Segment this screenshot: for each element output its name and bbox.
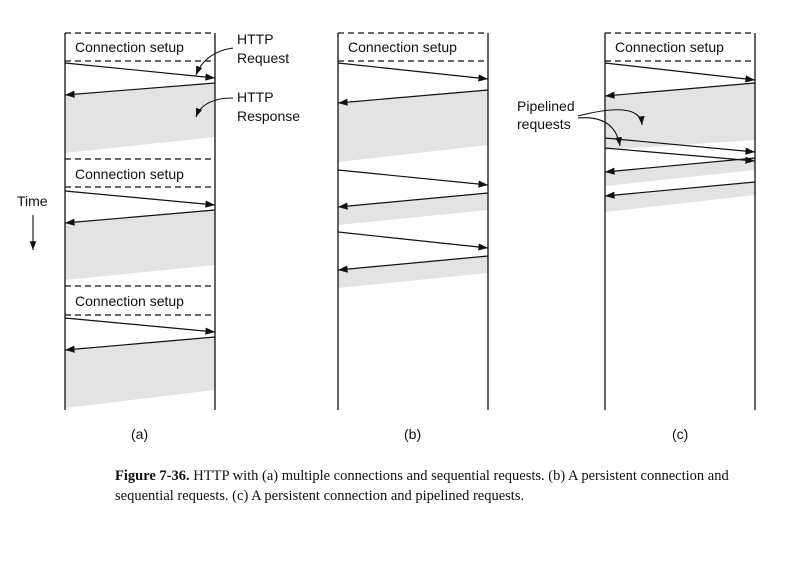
http-request-label: Request [237,50,289,66]
setup-label: Connection setup [348,39,457,55]
figure-caption: Figure 7-36. HTTP with (a) multiple conn… [115,466,735,506]
panel-label-b: (b) [404,426,421,442]
setup-label: Connection setup [75,166,184,182]
http-response-label: Response [237,108,300,124]
http-request-label: HTTP [237,31,274,47]
response-shading [65,83,755,408]
caption-text: HTTP with (a) multiple connections and s… [115,468,729,504]
annotation-pointers [29,47,645,250]
panel-label-c: (c) [672,426,688,442]
setup-label: Connection setup [75,39,184,55]
setup-label: Connection setup [75,293,184,309]
message-arrows [64,62,756,353]
setup-boxes [65,32,755,316]
figure-number: Figure 7-36. [115,468,190,484]
pipelined-label: requests [517,116,571,132]
time-label: Time [17,193,48,209]
panel-label-a: (a) [131,426,148,442]
setup-label: Connection setup [615,39,724,55]
http-response-label: HTTP [237,89,274,105]
pipelined-label: Pipelined [517,98,575,114]
